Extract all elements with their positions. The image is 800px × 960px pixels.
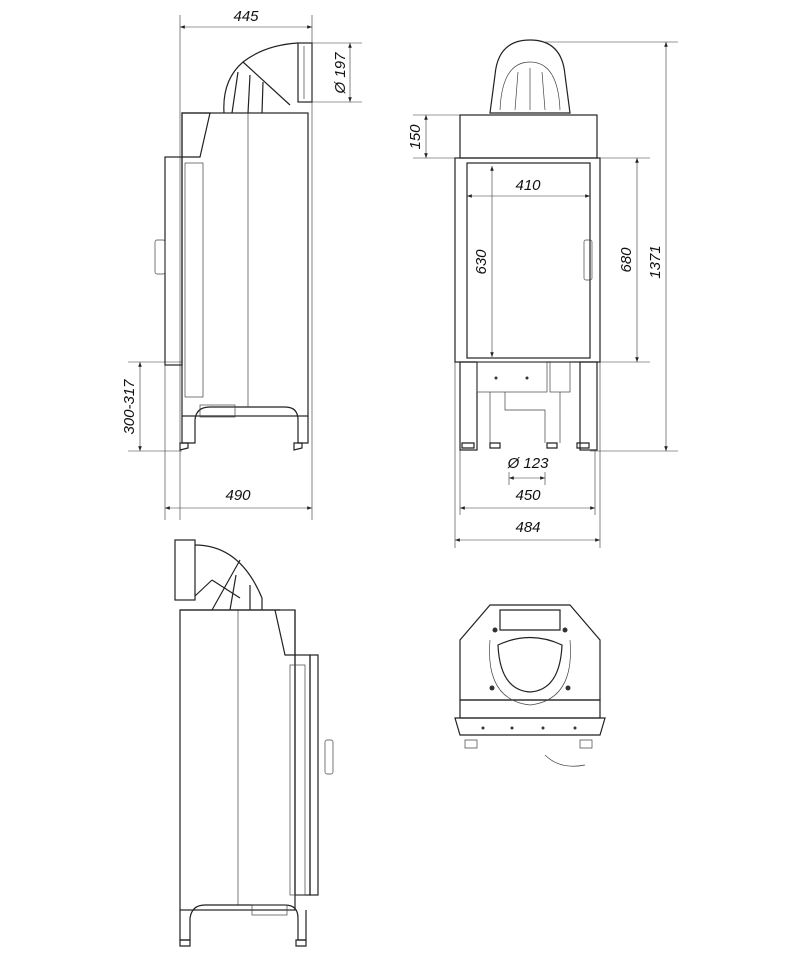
dim-445: 445	[233, 8, 259, 25]
dim-150: 150	[407, 124, 424, 150]
side-view	[154, 42, 313, 451]
dim-490: 490	[225, 487, 251, 504]
front-view-dimensions: 150 410 630 680 1371 Ø 123 450 484	[407, 41, 678, 548]
side-view-mirrored	[174, 539, 334, 947]
dim-630: 630	[473, 249, 490, 275]
side-view-dimensions: 445 Ø 197 300-317 490	[121, 8, 362, 520]
dim-flue-diameter: Ø 197	[332, 52, 349, 95]
top-view	[454, 604, 606, 767]
dim-air-inlet: Ø 123	[507, 455, 550, 472]
front-view	[454, 39, 601, 451]
dim-feet-height: 300-317	[121, 379, 138, 435]
dim-484: 484	[515, 519, 540, 536]
dim-680: 680	[618, 247, 635, 273]
dim-1371: 1371	[647, 245, 664, 278]
dim-450: 450	[515, 487, 541, 504]
dim-410: 410	[515, 177, 541, 194]
